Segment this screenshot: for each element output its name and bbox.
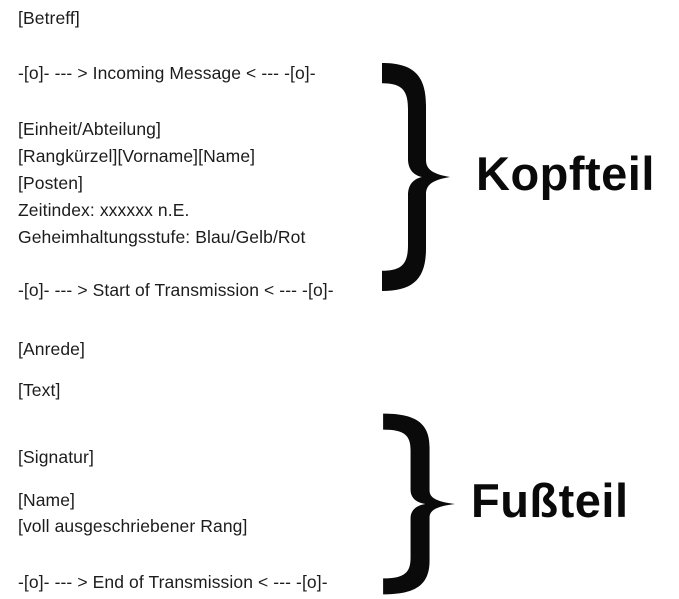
line-zeitindex: Zeitindex: xxxxxx n.E. [18,200,190,220]
line-anrede: [Anrede] [18,339,85,359]
line-rang-vorname-name: [Rangkürzel][Vorname][Name] [18,146,256,166]
line-voll-rang: [voll ausgeschriebener Rang] [18,516,248,536]
line-end-of-transmission: -[o]- --- > End of Transmission < --- -[… [18,572,328,592]
line-start-of-transmission: -[o]- --- > Start of Transmission < --- … [18,280,334,300]
line-posten: [Posten] [18,173,84,193]
line-incoming-message: -[o]- --- > Incoming Message < --- -[o]- [18,63,316,83]
line-text: [Text] [18,380,61,400]
kopfteil-brace-icon [382,63,450,291]
line-einheit-abteilung: [Einheit/Abteilung] [18,119,161,139]
line-geheimhaltungsstufe: Geheimhaltungsstufe: Blau/Gelb/Rot [18,227,306,247]
fussteil-label: Fußteil [471,474,629,527]
kopfteil-label: Kopfteil [476,147,655,200]
line-betreff: [Betreff] [18,8,80,28]
line-name: [Name] [18,490,76,510]
fussteil-brace-icon [383,413,455,595]
line-signatur: [Signatur] [18,447,94,467]
